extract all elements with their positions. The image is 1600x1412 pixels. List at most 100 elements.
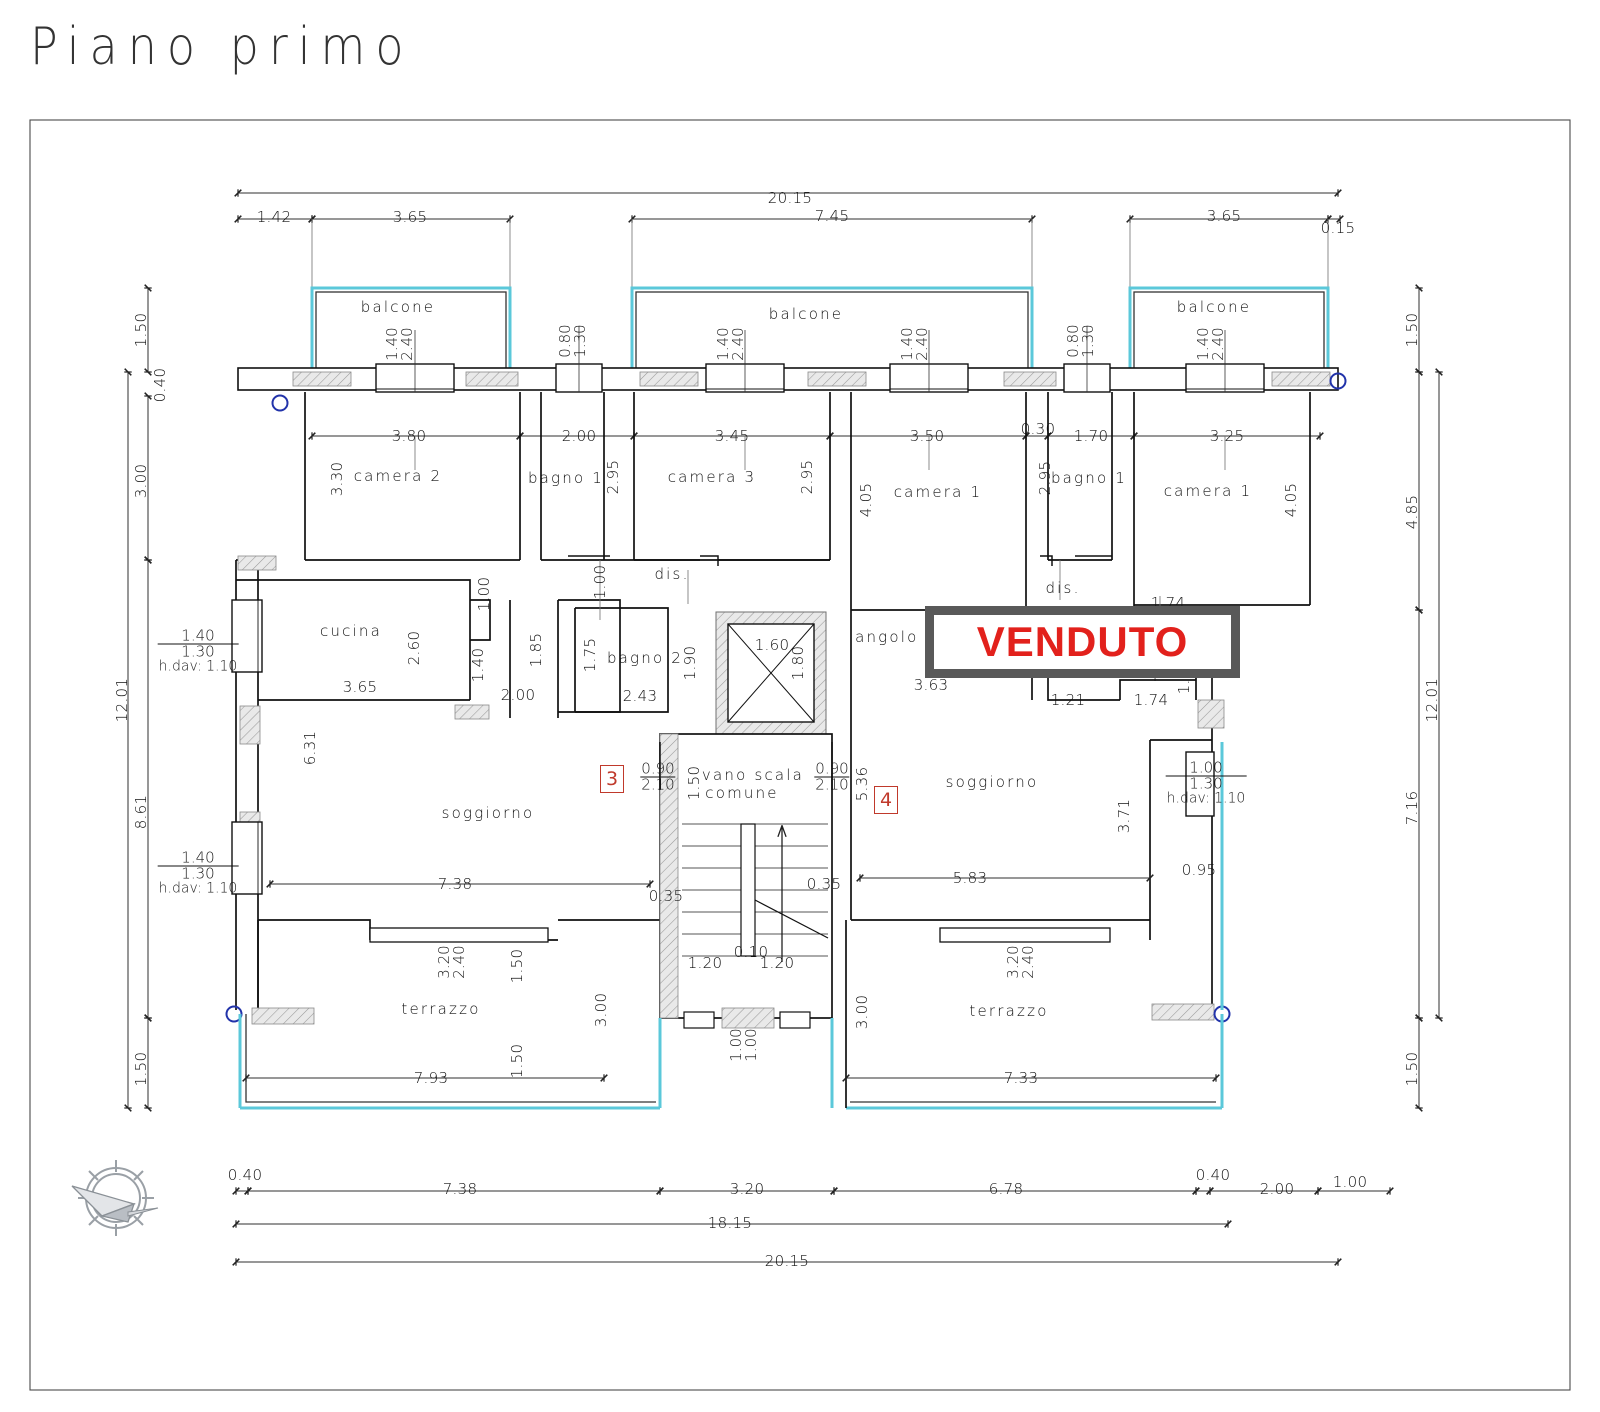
dimension-horizontal: 1.60: [754, 636, 790, 654]
dimension-vertical: 12.01: [1423, 677, 1441, 723]
room-label: bagno 1: [1050, 469, 1128, 487]
dimension-vertical: 1.00: [591, 564, 609, 600]
unit-marker-3[interactable]: 3: [600, 765, 624, 793]
room-label: camera 2: [353, 467, 443, 485]
room-label: dis.: [1045, 579, 1081, 597]
dimension-vertical: 3.30: [328, 461, 346, 497]
dimension-vertical: 4.05: [1282, 482, 1300, 518]
opening-height: 2.40: [913, 327, 931, 361]
room-label: comune: [705, 784, 779, 802]
room-label: bagno 1: [527, 469, 605, 487]
window-height: 1.30: [181, 864, 215, 883]
dimension-horizontal: 1.20: [687, 954, 723, 972]
room-label: dis.: [654, 565, 690, 583]
room-label: terrazzo: [969, 1002, 1049, 1020]
dimension-vertical: 3.00: [592, 992, 610, 1028]
dimension-bottom: 18.15: [707, 1214, 753, 1232]
dimension-vertical: 1.75: [581, 637, 599, 673]
window-sill-height: h.dav: 1.10: [158, 880, 238, 897]
dimension-horizontal: 3.25: [1209, 427, 1245, 445]
dimension-vertical: 2.95: [1036, 460, 1054, 496]
dimension-bottom: 0.40: [227, 1166, 263, 1184]
dimension-vertical: 3.71: [1115, 798, 1133, 834]
dimension-horizontal: 1.42: [256, 208, 292, 226]
opening-height: 2.40: [398, 327, 416, 361]
dimension-horizontal: 3.63: [913, 676, 949, 694]
dimension-bottom: 3.20: [729, 1180, 765, 1198]
dimension-horizontal: 3.80: [391, 427, 427, 445]
dimension-bottom: 0.40: [1195, 1166, 1231, 1184]
dimension-horizontal: 5.83: [952, 869, 988, 887]
room-label: balcone: [768, 305, 844, 323]
window-width: 1.40: [157, 628, 239, 645]
dimension-vertical: 1.90: [681, 645, 699, 681]
dimension-horizontal: 0.30: [1020, 420, 1056, 438]
dimension-vertical: 2.95: [604, 459, 622, 495]
dimension-vertical: 1.85: [527, 632, 545, 668]
opening-height: 2.40: [450, 945, 468, 979]
dimension-horizontal: 3.50: [909, 427, 945, 445]
dimension-horizontal: 7.33: [1003, 1069, 1039, 1087]
dimension-vertical: 3.00: [853, 994, 871, 1030]
dimension-horizontal: 0.15: [1320, 219, 1356, 237]
dimension-horizontal: 0.95: [1181, 861, 1217, 879]
venduto-label: VENDUTO: [976, 618, 1189, 665]
compass-rose-icon: [71, 1160, 159, 1236]
room-label: camera 3: [667, 468, 757, 486]
dimension-vertical: 4.05: [857, 482, 875, 518]
window-height: 1.30: [181, 642, 215, 661]
dimension-vertical: 1.50: [685, 765, 703, 801]
dimension-vertical: 1.50: [132, 312, 150, 348]
window-width: 1.40: [157, 850, 239, 867]
dimension-horizontal: 3.65: [1206, 207, 1242, 225]
dimension-vertical: 1.50: [1403, 1051, 1421, 1087]
dimension-bottom: 6.78: [988, 1180, 1024, 1198]
opening-height: 1.30: [1079, 324, 1097, 358]
dimension-bottom: 20.15: [764, 1252, 810, 1270]
unit-marker-4[interactable]: 4: [874, 786, 898, 814]
dimension-bottom: 2.00: [1259, 1180, 1295, 1198]
dimension-horizontal: 0.35: [806, 875, 842, 893]
window-width: 1.00: [1165, 760, 1247, 777]
room-label: soggiorno: [945, 773, 1039, 791]
dimension-horizontal: 20.15: [767, 189, 813, 207]
dimension-horizontal: 7.38: [437, 875, 473, 893]
door-width: 0.90: [640, 759, 676, 778]
opening-height: 2.40: [1019, 945, 1037, 979]
dimension-horizontal: 1.70: [1073, 427, 1109, 445]
dimension-vertical: 1.50: [1403, 312, 1421, 348]
dimension-horizontal: 7.45: [814, 207, 850, 225]
dimension-horizontal: 3.65: [342, 678, 378, 696]
dimension-vertical: 1.50: [508, 948, 526, 984]
dimension-vertical: 1.50: [508, 1043, 526, 1079]
door-height: 2.10: [641, 775, 675, 794]
dimension-vertical: 1.50: [132, 1051, 150, 1087]
room-label: balcone: [1176, 298, 1252, 316]
door-width: 0.90: [814, 759, 850, 778]
room-label: balcone: [360, 298, 436, 316]
dimension-horizontal: 2.00: [500, 686, 536, 704]
status-badge-venduto: VENDUTO: [925, 606, 1240, 678]
room-label: camera 1: [893, 483, 983, 501]
dimension-horizontal: 1.20: [759, 954, 795, 972]
dimension-vertical: 8.61: [132, 794, 150, 830]
opening-height: 2.40: [729, 327, 747, 361]
dimension-horizontal: 7.93: [413, 1069, 449, 1087]
dimension-vertical: 6.31: [301, 730, 319, 766]
door-height: 2.10: [815, 775, 849, 794]
dimension-horizontal: 1.21: [1050, 691, 1086, 709]
dimension-horizontal: 0.10: [733, 943, 769, 961]
dimension-vertical: 1.80: [789, 645, 807, 681]
